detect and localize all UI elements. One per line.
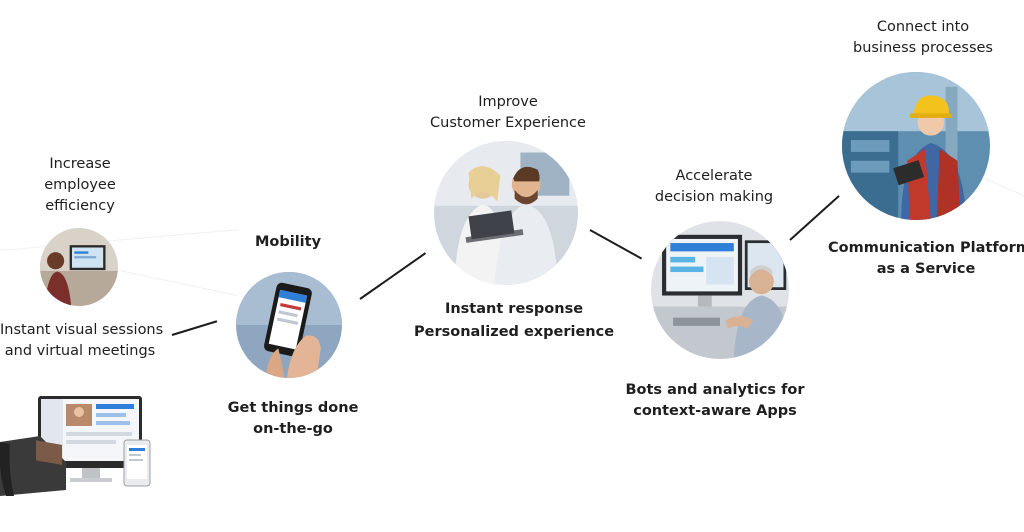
- background-curve: [0, 229, 240, 251]
- decision-caption: Bots and analytics for context-aware App…: [620, 380, 810, 422]
- caption-line: Get things done: [227, 400, 359, 416]
- title-line: Customer Experience: [430, 115, 586, 131]
- customer-photo: [434, 141, 578, 285]
- title-line: business processes: [852, 40, 993, 56]
- desk-phone-monitor-smartphone-icon: [0, 396, 151, 496]
- customer-title: Improve Customer Experience: [418, 92, 598, 134]
- caption-line: on-the-go: [253, 421, 333, 437]
- mobility-caption: Get things done on-the-go: [218, 398, 368, 440]
- caption-line: Bots and analytics for: [625, 382, 805, 398]
- mobility-title: Mobility: [238, 232, 338, 253]
- efficiency-title: Increase employee efficiency: [10, 154, 150, 217]
- background-curve: [984, 178, 1024, 198]
- customer-caption: Instant response Personalized experience: [414, 298, 614, 344]
- caption-line: context-aware Apps: [633, 403, 797, 419]
- efficiency-photo: [40, 228, 118, 306]
- connector-line: [359, 252, 427, 300]
- caption-line: and virtual meetings: [4, 343, 156, 359]
- decision-title: Accelerate decision making: [634, 166, 794, 208]
- background-curve: [109, 268, 238, 297]
- connector-line: [171, 320, 218, 336]
- caption-line: Communication Platform: [828, 240, 1024, 256]
- title-line: decision making: [654, 189, 774, 205]
- title-line: employee: [44, 177, 116, 193]
- title-line: efficiency: [45, 198, 115, 214]
- title-line: Increase: [49, 156, 111, 172]
- caption-line: as a Service: [876, 261, 976, 277]
- title-line: Connect into: [876, 19, 970, 35]
- business-caption: Communication Platform as a Service: [828, 238, 1024, 280]
- caption-line: Instant visual sessions: [0, 322, 164, 338]
- devices-illustration: [0, 392, 160, 502]
- connector-line: [789, 195, 840, 241]
- title-line: Improve: [478, 94, 538, 110]
- efficiency-caption: Instant visual sessions and virtual meet…: [0, 320, 164, 362]
- mobility-photo: [236, 272, 342, 378]
- connector-line: [589, 229, 643, 260]
- business-title: Connect into business processes: [828, 17, 1018, 59]
- title-line: Mobility: [254, 234, 322, 250]
- caption-line: Personalized experience: [414, 324, 615, 340]
- caption-line: Instant response: [444, 301, 584, 317]
- decision-photo: [651, 221, 789, 359]
- business-photo: [842, 72, 990, 220]
- title-line: Accelerate: [675, 168, 753, 184]
